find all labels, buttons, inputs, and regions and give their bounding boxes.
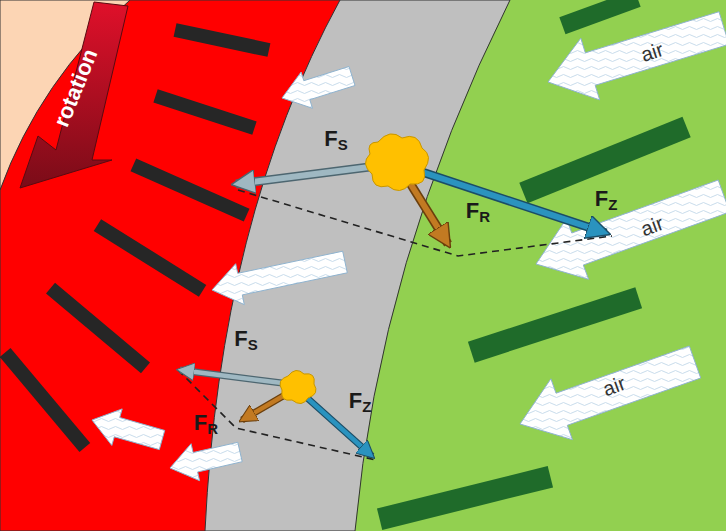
force-subscript: Z: [608, 196, 617, 213]
separating-force-label: FS: [324, 128, 347, 152]
resulting-force-label: FR: [194, 412, 218, 436]
force-subscript: S: [248, 336, 258, 353]
force-construction-lines: [178, 190, 612, 460]
air-arrow: [212, 251, 347, 304]
centrifugal-force-label: FZ: [595, 188, 618, 212]
force-symbol: F: [595, 186, 608, 211]
rotor-core: [0, 0, 130, 190]
air-arrow: [170, 442, 242, 480]
small-particle: [280, 370, 316, 403]
centrifugal-force-label: FZ: [349, 390, 372, 414]
force-symbol: F: [466, 198, 479, 223]
force-subscript: R: [207, 420, 218, 437]
air-arrow: [536, 180, 726, 279]
air-arrows: [92, 12, 726, 481]
separating-force-label: FS: [234, 328, 257, 352]
gap-band: [0, 0, 510, 531]
large-particle: [365, 134, 428, 191]
rotor-blades: [0, 23, 270, 452]
force-subscript: R: [479, 208, 490, 225]
force-symbol: F: [194, 410, 207, 435]
force-symbol: F: [234, 326, 247, 351]
force-vectors: [180, 165, 606, 456]
air-arrow: [282, 67, 355, 109]
air-arrow: [548, 12, 726, 100]
force-subscript: Z: [362, 398, 371, 415]
force-symbol: F: [349, 388, 362, 413]
force-symbol: F: [324, 126, 337, 151]
resulting-force-label: FR: [466, 200, 490, 224]
force-subscript: S: [338, 136, 348, 153]
rotation-arrow: [20, 2, 128, 188]
air-arrow: [520, 346, 701, 440]
air-arrow: [92, 409, 165, 450]
stator-vanes: [377, 0, 691, 530]
